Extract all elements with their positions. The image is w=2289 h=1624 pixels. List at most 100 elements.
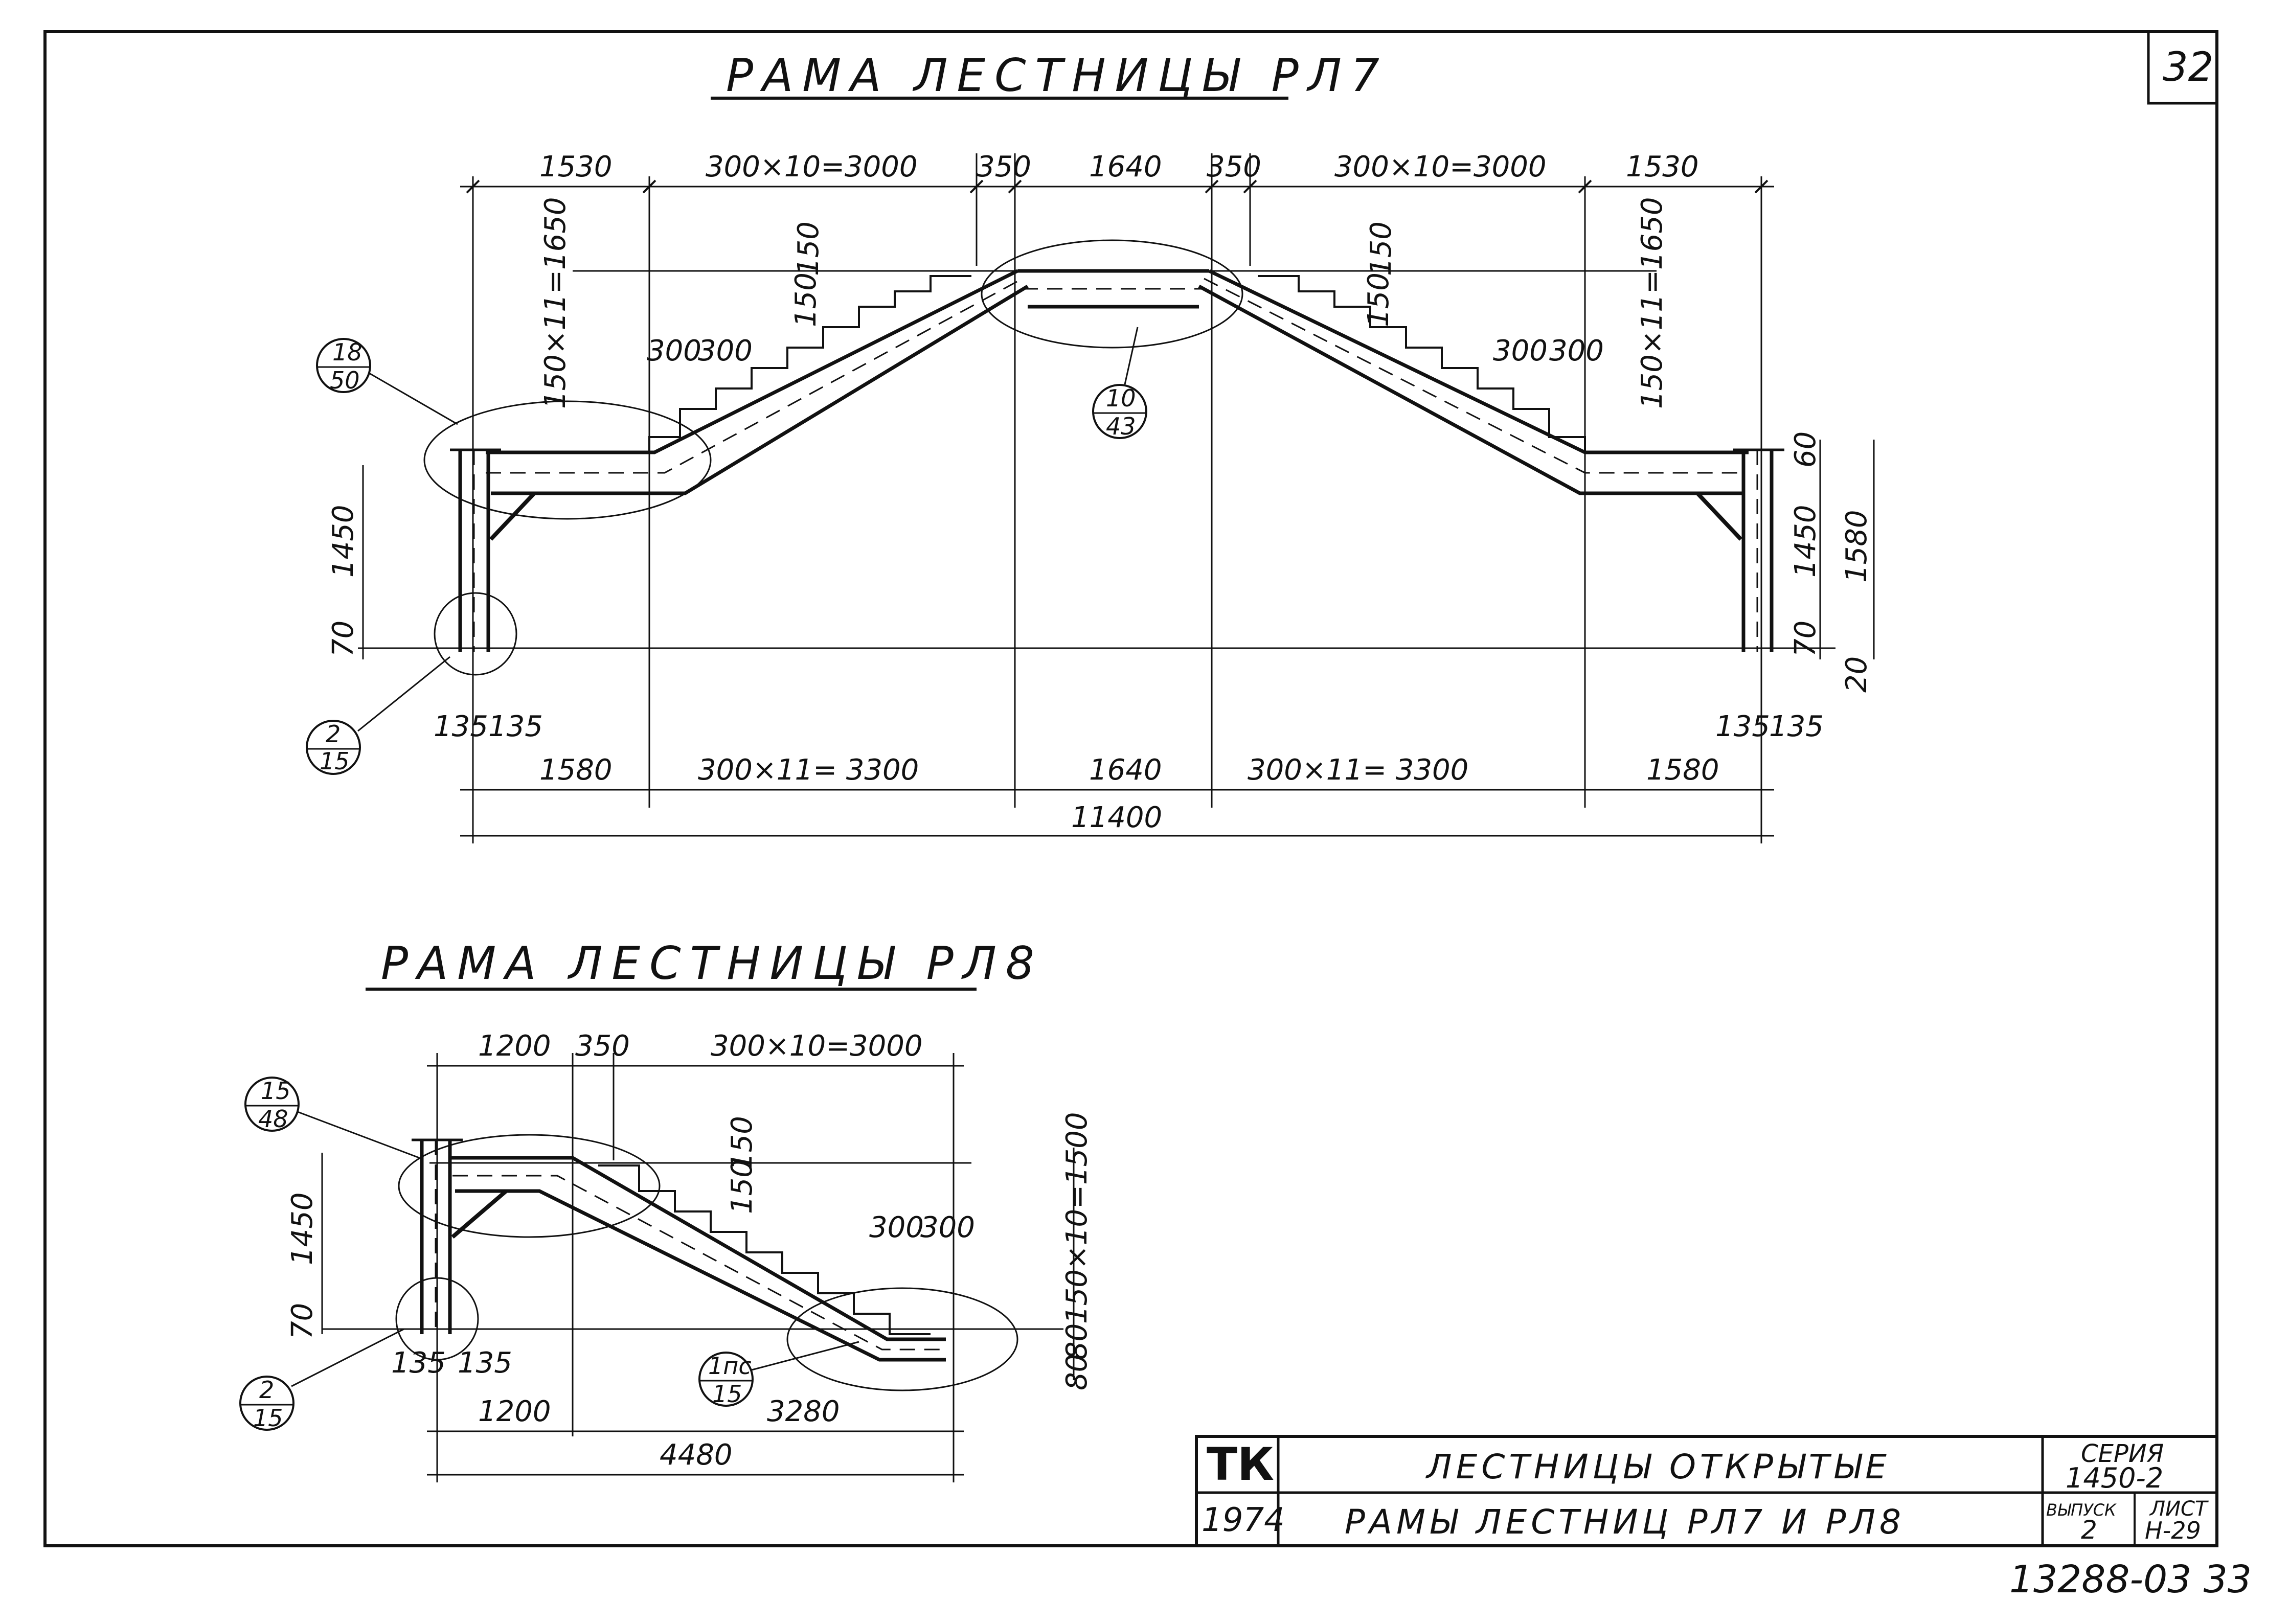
- rl8-callout-1pc-15: 1пс 15: [698, 1341, 859, 1408]
- rl8-dim-top-2: 350: [575, 1030, 630, 1063]
- svg-text:15: 15: [253, 1404, 283, 1432]
- rl7-steps-left: [648, 275, 971, 452]
- rl8-detail-circle-bottom: [786, 1287, 1018, 1391]
- title-block-issue-label: ВЫПУСК: [2046, 1500, 2117, 1520]
- rl7-dim-top-7: 1530: [1626, 150, 1699, 184]
- svg-text:2: 2: [326, 720, 341, 748]
- rl8-detail-circle-base: [395, 1277, 479, 1361]
- title-block-series-value: 1450-2: [2066, 1462, 2163, 1494]
- rl7-dim-bottom-2: 300×11= 3300: [698, 753, 919, 787]
- rl7-dim-top-2: 300×10=3000: [706, 150, 918, 184]
- sheet-frame: [43, 30, 2218, 1547]
- rl7-detail-circle-left: [423, 400, 712, 520]
- title-block-logo: ТК: [1207, 1438, 1274, 1491]
- rl8-dim-total: 4480: [660, 1438, 733, 1472]
- rl8-left-h2: 70: [286, 1303, 319, 1339]
- rl7-steps-right: [1258, 275, 1586, 452]
- rl7-dim-bottom-4: 300×11= 3300: [1248, 753, 1468, 787]
- rl8-left-b2: 135: [458, 1346, 512, 1380]
- rl8-callout-15-48: 15 48: [244, 1077, 420, 1159]
- rl8-steps: [598, 1164, 931, 1335]
- rl8-dim-top-1: 1200: [478, 1030, 551, 1063]
- rl8-left-h1: 1450: [286, 1192, 319, 1265]
- svg-text:18: 18: [332, 338, 362, 366]
- rl7-right-h4: 60: [1789, 431, 1822, 468]
- title-block-subtitle: РАМЫ ЛЕСТНИЦ РЛ7 И РЛ8: [1345, 1502, 1905, 1542]
- rl7-dim-top-6: 300×10=3000: [1334, 150, 1547, 184]
- title-block-series-label: СЕРИЯ: [2081, 1439, 2164, 1468]
- title-block-sheet-label: ЛИСТ: [2149, 1497, 2209, 1521]
- rl7-right-h3: 150×11=1650: [1636, 197, 1669, 409]
- title-block: ТК 1974 ЛЕСТНИЦЫ ОТКРЫТЫЕ РАМЫ ЛЕСТНИЦ Р…: [1195, 1435, 2218, 1547]
- rl8-diagram: РАМА ЛЕСТНИЦЫ РЛ8 1200 350 300×10=3000: [239, 937, 1094, 1482]
- rl7-left-h1: 1450: [327, 505, 360, 578]
- rl8-left-b1: 135: [391, 1346, 446, 1380]
- svg-text:1пс: 1пс: [708, 1352, 752, 1380]
- svg-text:15: 15: [712, 1380, 742, 1408]
- rl7-dim-bottom-1: 1580: [539, 753, 613, 787]
- rl7-left-b2: 135: [488, 710, 543, 743]
- svg-text:15: 15: [320, 747, 350, 775]
- rl7-left-h2: 70: [327, 621, 360, 657]
- rl7-step-left-r1: 150: [792, 221, 825, 276]
- stamp-number: 13288-03 33: [2009, 1558, 2252, 1602]
- rl7-dim-bottom-3: 1640: [1089, 753, 1162, 787]
- rl8-step-t1: 300: [869, 1211, 924, 1244]
- rl7-column-right: [1696, 448, 1784, 652]
- rl8-dim-top-3: 300×10=3000: [711, 1030, 923, 1063]
- title-block-year: 1974: [1202, 1501, 1285, 1539]
- rl7-step-right-t2: 300: [1549, 334, 1604, 368]
- title-block-name: ЛЕСТНИЦЫ ОТКРЫТЫЕ: [1425, 1447, 1891, 1486]
- rl8-dim-bottom-1: 1200: [478, 1395, 551, 1428]
- rl7-top-dim-ticks: [466, 179, 1769, 194]
- svg-text:10: 10: [1106, 384, 1136, 412]
- rl7-step-left-t2: 300: [698, 334, 753, 368]
- rl7-callout-10-43: 10 43: [1092, 327, 1147, 440]
- rl8-extension-lines: [436, 1053, 955, 1482]
- rl8-stringer: [450, 1156, 946, 1362]
- svg-text:15: 15: [261, 1077, 291, 1105]
- svg-text:2: 2: [259, 1376, 274, 1404]
- rl7-title: РАМА ЛЕСТНИЦЫ РЛ7: [726, 49, 1389, 102]
- svg-text:50: 50: [330, 367, 360, 394]
- rl8-column: [412, 1138, 508, 1334]
- rl8-right-h2: 80: [1060, 1323, 1094, 1360]
- rl7-right-h2: 70: [1789, 621, 1822, 657]
- rl7-left-h3: 150×11=1650: [539, 197, 572, 409]
- rl8-step-r1: 150: [726, 1116, 759, 1171]
- rl8-right-h3: 80: [1060, 1354, 1094, 1390]
- rl8-dim-bottom-2: 3280: [767, 1395, 840, 1428]
- rl7-dim-bottom-5: 1580: [1646, 753, 1719, 787]
- rl7-right-b2: 135: [1769, 710, 1824, 743]
- rl7-detail-circle-top: [981, 239, 1243, 349]
- rl7-step-right-r1: 150: [1365, 221, 1398, 276]
- rl8-detail-circle-top: [398, 1134, 661, 1238]
- rl7-step-left-r2: 150: [789, 272, 823, 327]
- rl8-right-h1: 150×10=1500: [1060, 1112, 1094, 1324]
- rl7-right-h6: 20: [1840, 656, 1873, 693]
- sheet-number-box: [2147, 30, 2218, 105]
- rl7-left-b1: 135: [434, 710, 488, 743]
- rl8-step-t2: 300: [920, 1211, 975, 1244]
- rl7-right-h5: 1580: [1840, 510, 1873, 583]
- rl7-extension-lines: [472, 153, 1762, 843]
- rl7-dim-top-1: 1530: [539, 150, 613, 184]
- rl7-right-b1: 135: [1715, 710, 1770, 743]
- rl7-dim-top-4: 1640: [1089, 150, 1162, 184]
- rl7-column-left: [450, 448, 536, 652]
- rl7-right-h1: 1450: [1789, 505, 1822, 578]
- rl7-landing-beam: [1017, 269, 1209, 309]
- rl7-step-right-t1: 300: [1493, 334, 1548, 368]
- rl8-step-r2: 150: [726, 1159, 759, 1214]
- rl7-step-right-r2: 150: [1362, 272, 1395, 327]
- rl7-step-left-t1: 300: [647, 334, 701, 368]
- title-block-sheet-value: Н-29: [2145, 1517, 2201, 1544]
- rl7-dim-top-5: 350: [1207, 150, 1261, 184]
- rl8-title: РАМА ЛЕСТНИЦЫ РЛ8: [381, 937, 1044, 990]
- rl7-diagram: РАМА ЛЕСТНИЦЫ РЛ7 1530 300×10=3000 350 1…: [306, 49, 1875, 843]
- rl7-callout-18-50: 18 50: [316, 338, 458, 425]
- svg-text:48: 48: [258, 1105, 288, 1133]
- sheet-number: 32: [2163, 44, 2213, 90]
- svg-text:43: 43: [1106, 413, 1136, 440]
